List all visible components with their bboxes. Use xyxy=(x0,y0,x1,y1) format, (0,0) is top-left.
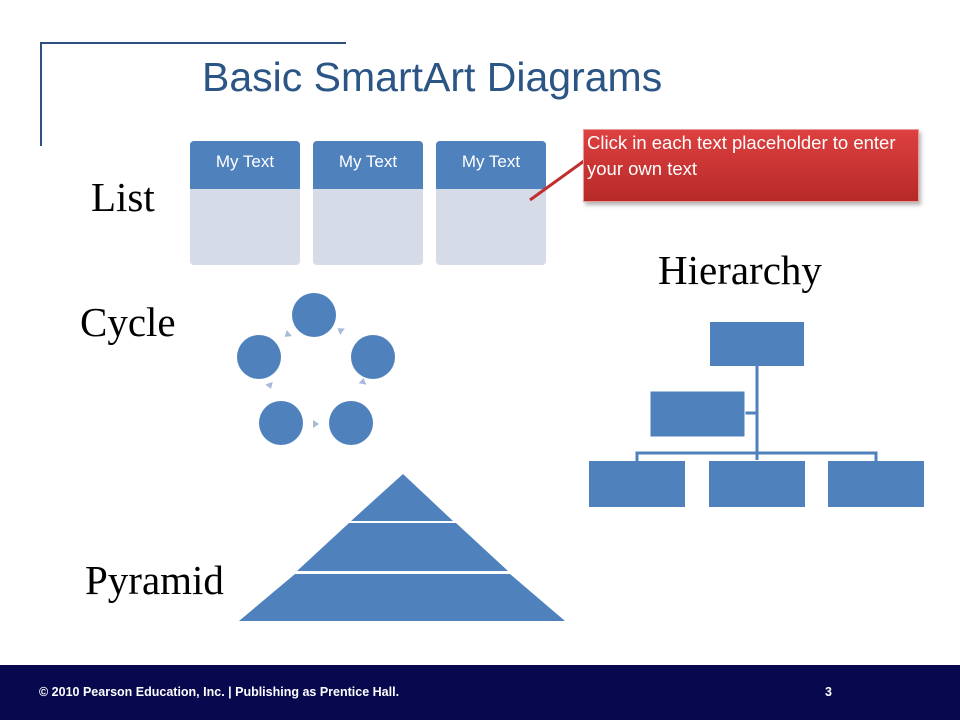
hierarchy-connectors xyxy=(635,366,878,461)
cycle-node[interactable] xyxy=(351,335,395,379)
page-number: 3 xyxy=(825,685,832,699)
cycle-arrow xyxy=(358,378,367,385)
cycle-node[interactable] xyxy=(237,335,281,379)
cycle-node[interactable] xyxy=(292,293,336,337)
cycle-node[interactable] xyxy=(259,401,303,445)
diagrams-canvas xyxy=(237,159,924,621)
list-item[interactable]: My Text xyxy=(313,141,423,265)
footer-copyright: © 2010 Pearson Education, Inc. | Publish… xyxy=(39,685,400,699)
pyramid-level[interactable] xyxy=(239,574,565,621)
cycle-arrow xyxy=(284,330,292,337)
cycle-diagram xyxy=(237,293,395,445)
cycle-arrow xyxy=(337,328,345,335)
callout-note[interactable]: Click in each text placeholder to enter … xyxy=(583,129,919,202)
hierarchy-box-child[interactable] xyxy=(828,461,924,507)
cycle-arrow xyxy=(313,420,319,428)
hierarchy-connector xyxy=(635,451,878,461)
hierarchy-box-top[interactable] xyxy=(710,322,804,366)
cycle-node[interactable] xyxy=(329,401,373,445)
cycle-arrow xyxy=(265,381,273,389)
list-item-header[interactable]: My Text xyxy=(313,141,423,189)
corner-rule-horizontal xyxy=(40,42,346,44)
corner-rule-vertical xyxy=(40,42,42,146)
cycle-label[interactable]: Cycle xyxy=(80,299,176,345)
hierarchy-diagram xyxy=(589,322,924,507)
list-label[interactable]: List xyxy=(91,174,155,220)
pyramid-label[interactable]: Pyramid xyxy=(85,557,224,603)
cycle-arrows xyxy=(265,328,367,428)
list-item[interactable]: My Text xyxy=(190,141,300,265)
callout-pointer xyxy=(529,159,585,202)
pyramid-diagram xyxy=(239,474,565,621)
pyramid-level[interactable] xyxy=(297,523,508,571)
hierarchy-box-assistant[interactable] xyxy=(649,390,746,438)
hierarchy-label[interactable]: Hierarchy xyxy=(658,247,822,293)
pyramid-level[interactable] xyxy=(351,474,453,521)
list-item-header[interactable]: My Text xyxy=(190,141,300,189)
hierarchy-box-child[interactable] xyxy=(589,461,685,507)
list-item[interactable]: My Text xyxy=(436,141,546,265)
list-item-header[interactable]: My Text xyxy=(436,141,546,189)
hierarchy-box-child[interactable] xyxy=(709,461,805,507)
footer-bar: © 2010 Pearson Education, Inc. | Publish… xyxy=(0,665,960,720)
slide-title[interactable]: Basic SmartArt Diagrams xyxy=(202,54,663,100)
